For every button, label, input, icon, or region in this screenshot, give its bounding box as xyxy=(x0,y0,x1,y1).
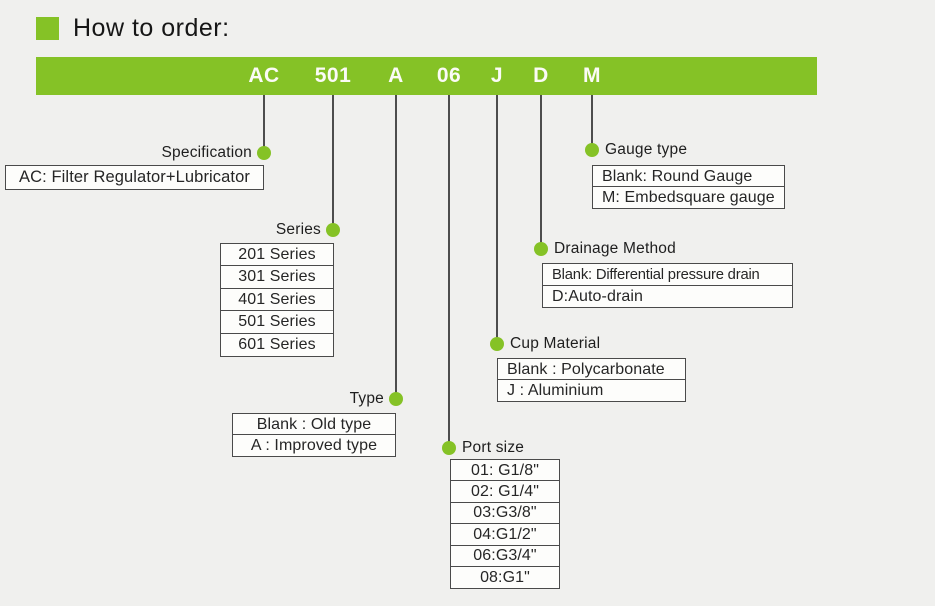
connector-dot-icon-specification xyxy=(257,146,271,160)
option-row-type-0: Blank : Old type xyxy=(232,413,396,436)
option-row-drainage-method-1: D:Auto-drain xyxy=(542,284,793,309)
order-code-bar: AC 501 A 06 J D M xyxy=(36,57,817,95)
group-label-port-size: Port size xyxy=(462,439,525,456)
option-row-type-1: A : Improved type xyxy=(232,434,396,458)
connector-dot-icon-cup-material xyxy=(490,337,504,351)
code-segment-m: M xyxy=(583,64,601,87)
option-box-port-size: 01: G1/8"02: G1/4"03:G3/8"04:G1/2"06:G3/… xyxy=(450,459,560,590)
code-segment-a: A xyxy=(388,64,404,87)
code-segment-j: J xyxy=(490,64,504,87)
code-segment-06: 06 xyxy=(436,64,462,87)
option-row-series-4: 601 Series xyxy=(220,332,334,357)
code-segment-501: 501 xyxy=(314,64,352,87)
option-row-series-2: 401 Series xyxy=(220,287,334,312)
connector-dot-icon-type xyxy=(389,392,403,406)
connector-line-drainage-method xyxy=(540,95,542,249)
group-label-cup-material: Cup Material xyxy=(510,335,601,352)
connector-line-specification xyxy=(263,95,265,153)
option-row-series-1: 301 Series xyxy=(220,265,334,290)
connector-line-cup-material xyxy=(496,95,498,344)
option-row-gauge-type-0: Blank: Round Gauge xyxy=(592,165,785,188)
title-bullet-square-icon xyxy=(36,16,59,40)
option-row-specification-0: AC: Filter Regulator+Lubricator xyxy=(5,165,264,190)
option-row-series-0: 201 Series xyxy=(220,243,334,267)
option-row-port-size-0: 01: G1/8" xyxy=(450,459,560,482)
option-row-drainage-method-0: Blank: Differential pressure drain xyxy=(542,263,793,287)
option-row-series-3: 501 Series xyxy=(220,310,334,335)
code-segment-ac: AC xyxy=(248,64,280,87)
option-row-port-size-5: 08:G1" xyxy=(450,566,560,590)
page-title: How to order: xyxy=(73,14,230,42)
option-row-cup-material-0: Blank : Polycarbonate xyxy=(497,358,686,381)
connector-line-gauge-type xyxy=(591,95,593,150)
option-box-specification: AC: Filter Regulator+Lubricator xyxy=(5,165,264,190)
group-label-series: Series xyxy=(275,221,321,238)
group-label-drainage-method: Drainage Method xyxy=(554,240,676,257)
option-row-port-size-3: 04:G1/2" xyxy=(450,523,560,547)
connector-line-series xyxy=(332,95,334,230)
group-label-specification: Specification xyxy=(161,144,252,161)
page-header: How to order: xyxy=(36,13,230,43)
connector-dot-icon-drainage-method xyxy=(534,242,548,256)
connector-dot-icon-gauge-type xyxy=(585,143,599,157)
connector-dot-icon-series xyxy=(326,223,340,237)
connector-line-port-size xyxy=(448,95,450,448)
group-label-gauge-type: Gauge type xyxy=(605,141,688,158)
option-row-port-size-1: 02: G1/4" xyxy=(450,480,560,504)
group-label-type: Type xyxy=(349,390,384,407)
option-row-port-size-2: 03:G3/8" xyxy=(450,501,560,525)
option-row-port-size-4: 06:G3/4" xyxy=(450,544,560,568)
connector-dot-icon-port-size xyxy=(442,441,456,455)
option-row-cup-material-1: J : Aluminium xyxy=(497,379,686,403)
code-segment-d: D xyxy=(533,64,549,87)
connector-line-type xyxy=(395,95,397,399)
option-row-gauge-type-1: M: Embedsquare gauge xyxy=(592,186,785,210)
